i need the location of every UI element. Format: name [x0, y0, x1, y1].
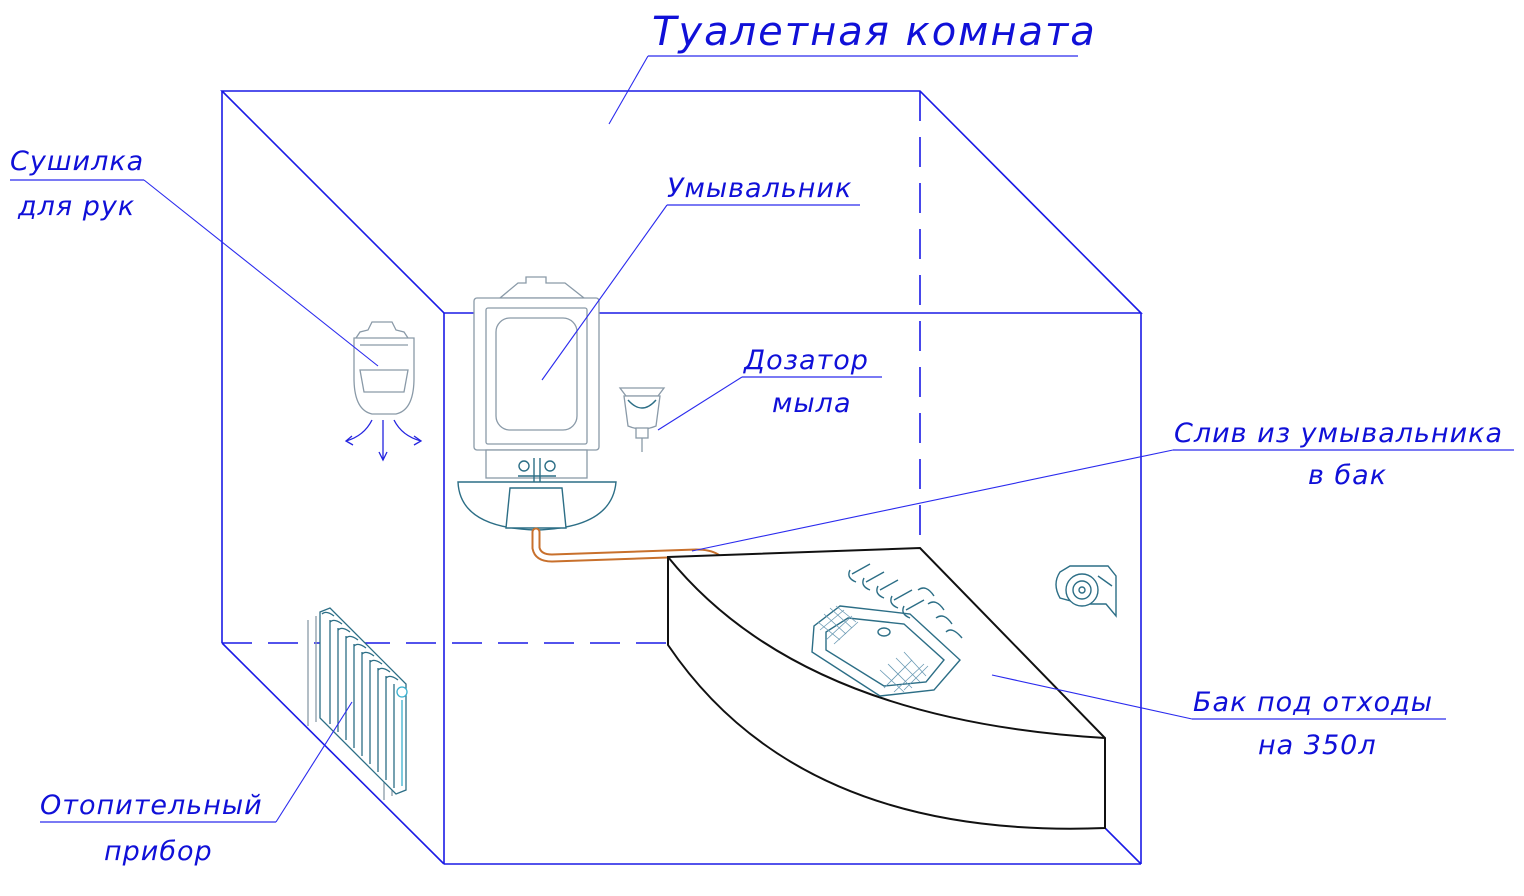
heater-label-line2: прибор: [104, 836, 213, 867]
soap-dispenser-label-line1: Дозатор: [743, 345, 869, 376]
soap-dispenser-icon: [618, 387, 666, 452]
hand-dryer-label-line2: для рук: [17, 191, 135, 222]
room-title: Туалетная комната: [652, 9, 1097, 55]
soap-dispenser-label-line2: мыла: [772, 388, 852, 419]
hand-dryer-label-line1: Сушилка: [10, 146, 144, 177]
heater-label-line1: Отопительный: [40, 790, 263, 821]
squat-toilet-icon: [811, 563, 963, 697]
leader-lines: [10, 55, 1514, 823]
drain-label-line2: в бак: [1308, 460, 1387, 491]
room-box: [220, 90, 1143, 865]
radiator-icon: [307, 607, 408, 800]
washbasin-label: Умывальник: [667, 173, 852, 204]
hand-dryer-icon: [344, 321, 423, 462]
toilet-paper-holder-icon: [1055, 565, 1117, 618]
waste-tank-label-line1: Бак под отходы: [1193, 687, 1433, 718]
waste-tank: [667, 546, 1106, 830]
drain-label-line1: Слив из умывальника: [1174, 418, 1503, 449]
waste-tank-label-line2: на 350л: [1258, 730, 1377, 761]
washbasin-icon: [457, 276, 617, 531]
